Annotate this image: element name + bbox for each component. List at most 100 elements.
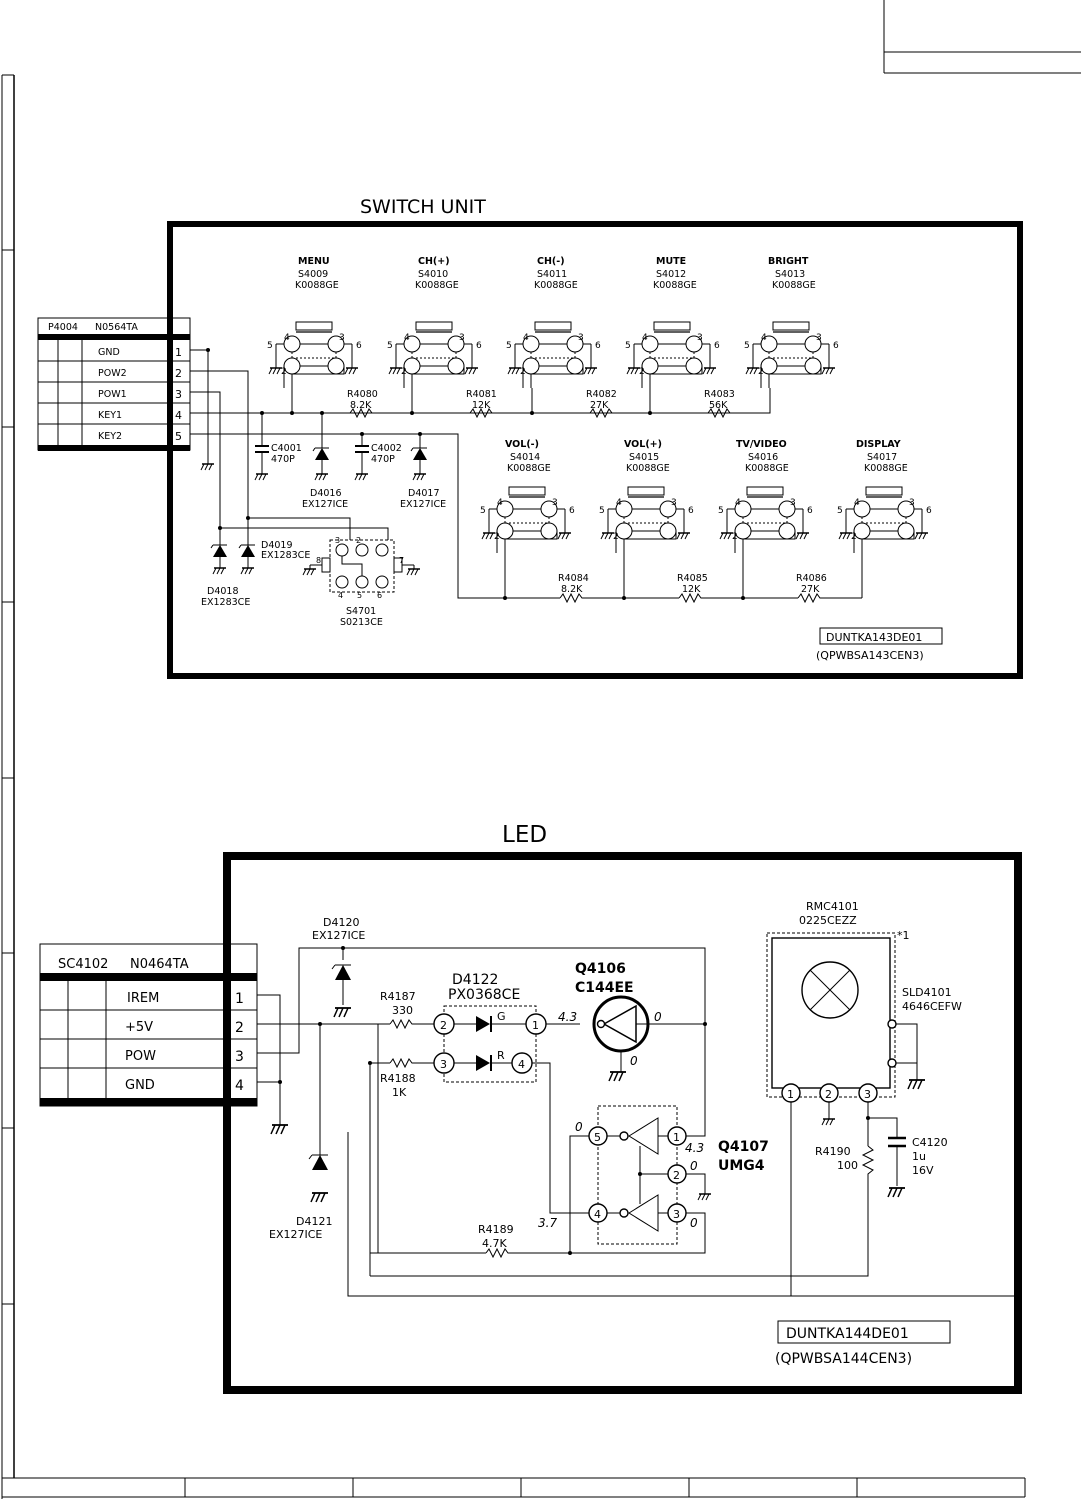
- svg-text:KEY2: KEY2: [98, 431, 122, 442]
- svg-text:3: 3: [440, 1058, 447, 1071]
- svg-text:S4011: S4011: [537, 269, 567, 280]
- svg-text:1: 1: [175, 346, 182, 359]
- svg-text:16V: 16V: [912, 1164, 934, 1177]
- capacitor-c4120: C4120 1u 16V: [887, 1136, 948, 1198]
- svg-text:5: 5: [594, 1131, 601, 1144]
- svg-text:S4015: S4015: [629, 452, 659, 463]
- svg-text:MENU: MENU: [298, 256, 330, 267]
- svg-text:R4187: R4187: [380, 990, 416, 1003]
- switch-s4011: CH(-) S4011 K0088GE: [506, 256, 601, 388]
- svg-text:4: 4: [235, 1078, 244, 1094]
- svg-text:EX127ICE: EX127ICE: [312, 929, 365, 942]
- switch-s4009: MENU S4009 K0088GE: [267, 256, 362, 388]
- zener-d4120: D4120 EX127ICE: [312, 916, 365, 1018]
- zener-d4017: D4017 EX127ICE: [400, 432, 446, 510]
- svg-text:K0088GE: K0088GE: [507, 463, 551, 474]
- capacitor-c4001: C4001 470P: [254, 411, 302, 481]
- switch-s4017: DISPLAY S4017 K0088GE: [837, 439, 932, 553]
- svg-text:8.2K: 8.2K: [561, 584, 583, 595]
- svg-text:4.7K: 4.7K: [482, 1237, 507, 1250]
- svg-text:P4004: P4004: [48, 322, 78, 333]
- svg-text:UMG4: UMG4: [718, 1158, 765, 1174]
- zener-d4016: D4016 EX127ICE: [302, 411, 348, 510]
- svg-text:0: 0: [630, 1054, 638, 1068]
- resistor-r4188: R4188 1K: [368, 1058, 434, 1099]
- svg-text:C4120: C4120: [912, 1136, 948, 1149]
- svg-text:(QPWBSA143CEN3): (QPWBSA143CEN3): [816, 649, 924, 662]
- svg-text:R4188: R4188: [380, 1072, 416, 1085]
- svg-text:4.3: 4.3: [558, 1010, 577, 1024]
- svg-text:27K: 27K: [590, 400, 609, 411]
- switch-s4016: TV/VIDEO S4016 K0088GE: [718, 439, 813, 553]
- led-unit-title: LED: [502, 822, 547, 848]
- switch-s4010: CH(+) S4010 K0088GE: [387, 256, 482, 388]
- transistor-q4106: Q4106 C144EE 4.3 0 0: [546, 961, 707, 1082]
- led-d4122: 2 3 1 4 G R D4122 PX0368CE: [433, 972, 547, 1083]
- title-block-corner: [883, 0, 1081, 74]
- svg-text:SC4102: SC4102: [58, 957, 108, 972]
- svg-text:K0088GE: K0088GE: [534, 280, 578, 291]
- svg-text:4646CEFW: 4646CEFW: [902, 1000, 962, 1013]
- svg-text:POW1: POW1: [98, 389, 127, 400]
- svg-text:D4016: D4016: [310, 488, 342, 499]
- svg-text:7: 7: [399, 556, 404, 565]
- svg-text:0: 0: [575, 1120, 583, 1134]
- zener-d4018: D4018 EX1283CE: [201, 544, 250, 608]
- svg-text:27K: 27K: [801, 584, 820, 595]
- svg-text:DISPLAY: DISPLAY: [856, 439, 901, 450]
- svg-text:D4121: D4121: [296, 1215, 332, 1228]
- svg-text:R4086: R4086: [796, 573, 827, 584]
- svg-text:S4701: S4701: [346, 606, 376, 617]
- svg-text:PX0368CE: PX0368CE: [448, 987, 520, 1003]
- svg-text:0: 0: [690, 1159, 698, 1173]
- svg-text:470P: 470P: [371, 454, 395, 465]
- svg-text:VOL(-): VOL(-): [505, 439, 539, 450]
- svg-text:POW2: POW2: [98, 368, 127, 379]
- svg-text:Q4106: Q4106: [575, 961, 626, 977]
- svg-text:K0088GE: K0088GE: [415, 280, 459, 291]
- svg-text:2: 2: [356, 536, 361, 545]
- svg-text:R4083: R4083: [704, 389, 735, 400]
- svg-text:0: 0: [690, 1216, 698, 1230]
- svg-text:5: 5: [357, 591, 362, 600]
- svg-text:IREM: IREM: [127, 991, 159, 1006]
- resistor-r4187: R4187 330: [378, 990, 434, 1029]
- svg-text:S4013: S4013: [775, 269, 805, 280]
- svg-text:R4082: R4082: [586, 389, 617, 400]
- switch-s4701: 3 2 8 7 4 5 6 S4701 S0213CE: [302, 536, 421, 628]
- svg-text:N0564TA: N0564TA: [95, 322, 138, 333]
- svg-text:470P: 470P: [271, 454, 295, 465]
- svg-text:4.3: 4.3: [685, 1141, 704, 1155]
- svg-text:R: R: [497, 1049, 505, 1062]
- svg-text:R4189: R4189: [478, 1223, 514, 1236]
- resistor-r4189: R4189 4.7K: [478, 1223, 514, 1258]
- svg-text:R4085: R4085: [677, 573, 708, 584]
- svg-text:C4002: C4002: [371, 443, 402, 454]
- svg-text:D4018: D4018: [207, 586, 239, 597]
- svg-text:4: 4: [338, 591, 343, 600]
- svg-text:C4001: C4001: [271, 443, 302, 454]
- remote-receiver-rmc4101: RMC4101 0225CEZZ *1 SLD4101 4646CEFW 1 2…: [348, 900, 962, 1297]
- svg-text:EX1283CE: EX1283CE: [261, 550, 310, 561]
- svg-text:12K: 12K: [472, 400, 491, 411]
- svg-text:S4012: S4012: [656, 269, 686, 280]
- svg-text:D4122: D4122: [452, 972, 498, 988]
- svg-text:1: 1: [673, 1131, 680, 1144]
- svg-text:K0088GE: K0088GE: [864, 463, 908, 474]
- connector-p4004: P4004 N0564TA GND POW2 POW1 KEY1 KEY2 1 …: [37, 317, 191, 451]
- svg-text:5: 5: [175, 430, 182, 443]
- switch-unit-title: SWITCH UNIT: [360, 196, 486, 218]
- svg-text:1u: 1u: [912, 1150, 926, 1163]
- svg-text:K0088GE: K0088GE: [653, 280, 697, 291]
- svg-text:N0464TA: N0464TA: [130, 957, 189, 972]
- svg-text:3: 3: [673, 1208, 680, 1221]
- svg-text:S4010: S4010: [418, 269, 448, 280]
- svg-text:D4017: D4017: [408, 488, 440, 499]
- svg-text:+5V: +5V: [125, 1020, 153, 1035]
- svg-text:CH(+): CH(+): [418, 256, 450, 267]
- svg-text:3.7: 3.7: [538, 1216, 557, 1230]
